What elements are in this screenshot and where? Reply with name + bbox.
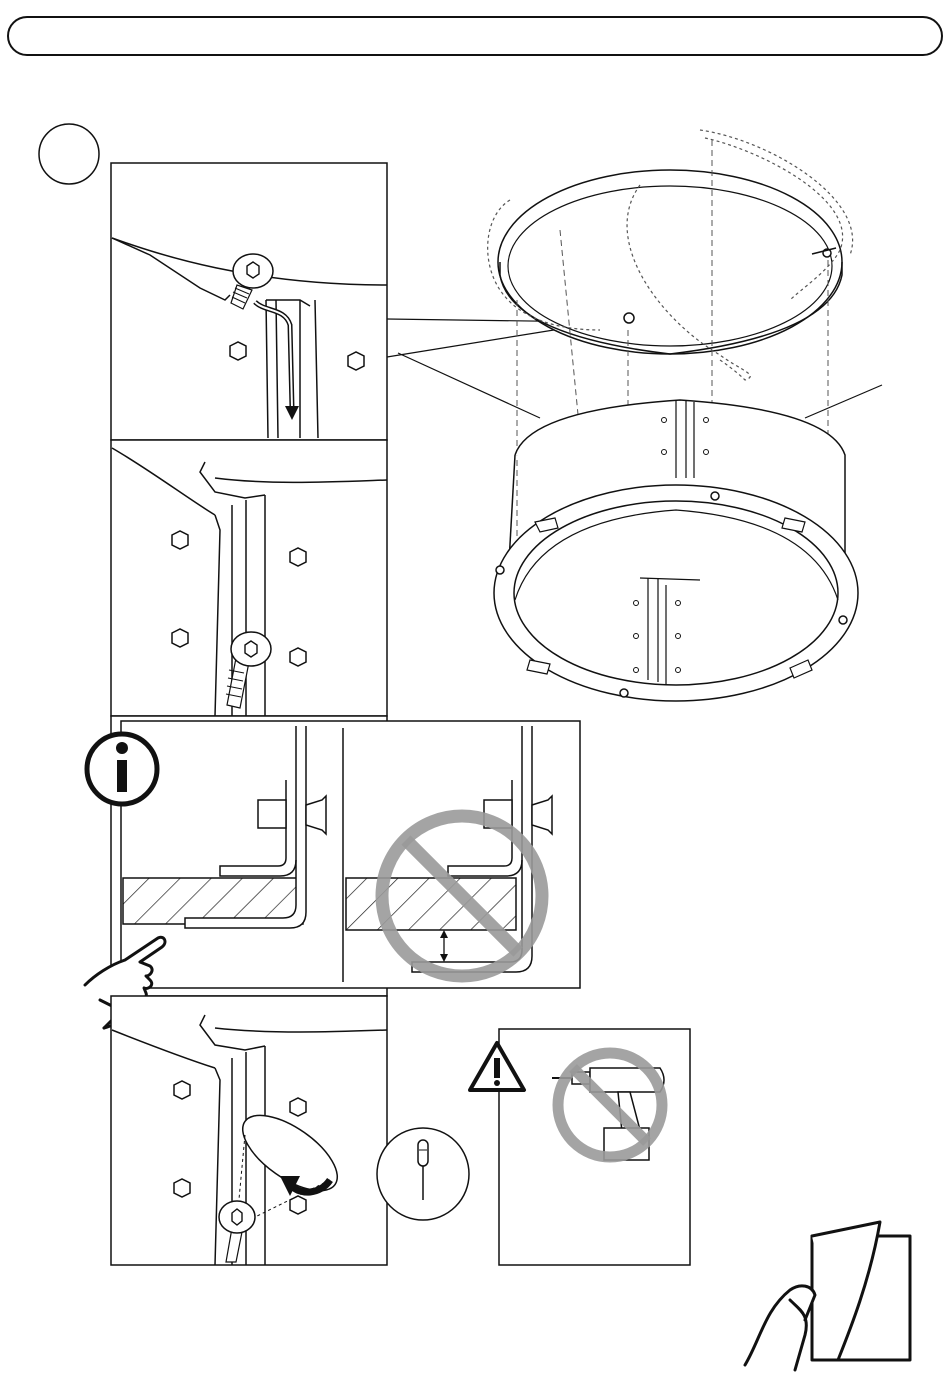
step-number-circle (39, 124, 99, 184)
info-icon (87, 734, 157, 804)
panel-info-correct-incorrect (111, 716, 580, 996)
panel-tighten-screw (111, 996, 387, 1265)
panel-no-power-drill (499, 1029, 690, 1265)
page-turn-icon (745, 1222, 910, 1370)
screwdriver-icon (377, 1128, 469, 1220)
header-bar (8, 17, 942, 55)
panel-screw-seated (111, 440, 387, 716)
hex-nut-icon (230, 342, 246, 360)
panel-insert-screw (111, 163, 387, 440)
callout-line (387, 329, 560, 357)
ring-assembly-illustration (398, 130, 882, 701)
hex-nut-icon (348, 352, 364, 370)
